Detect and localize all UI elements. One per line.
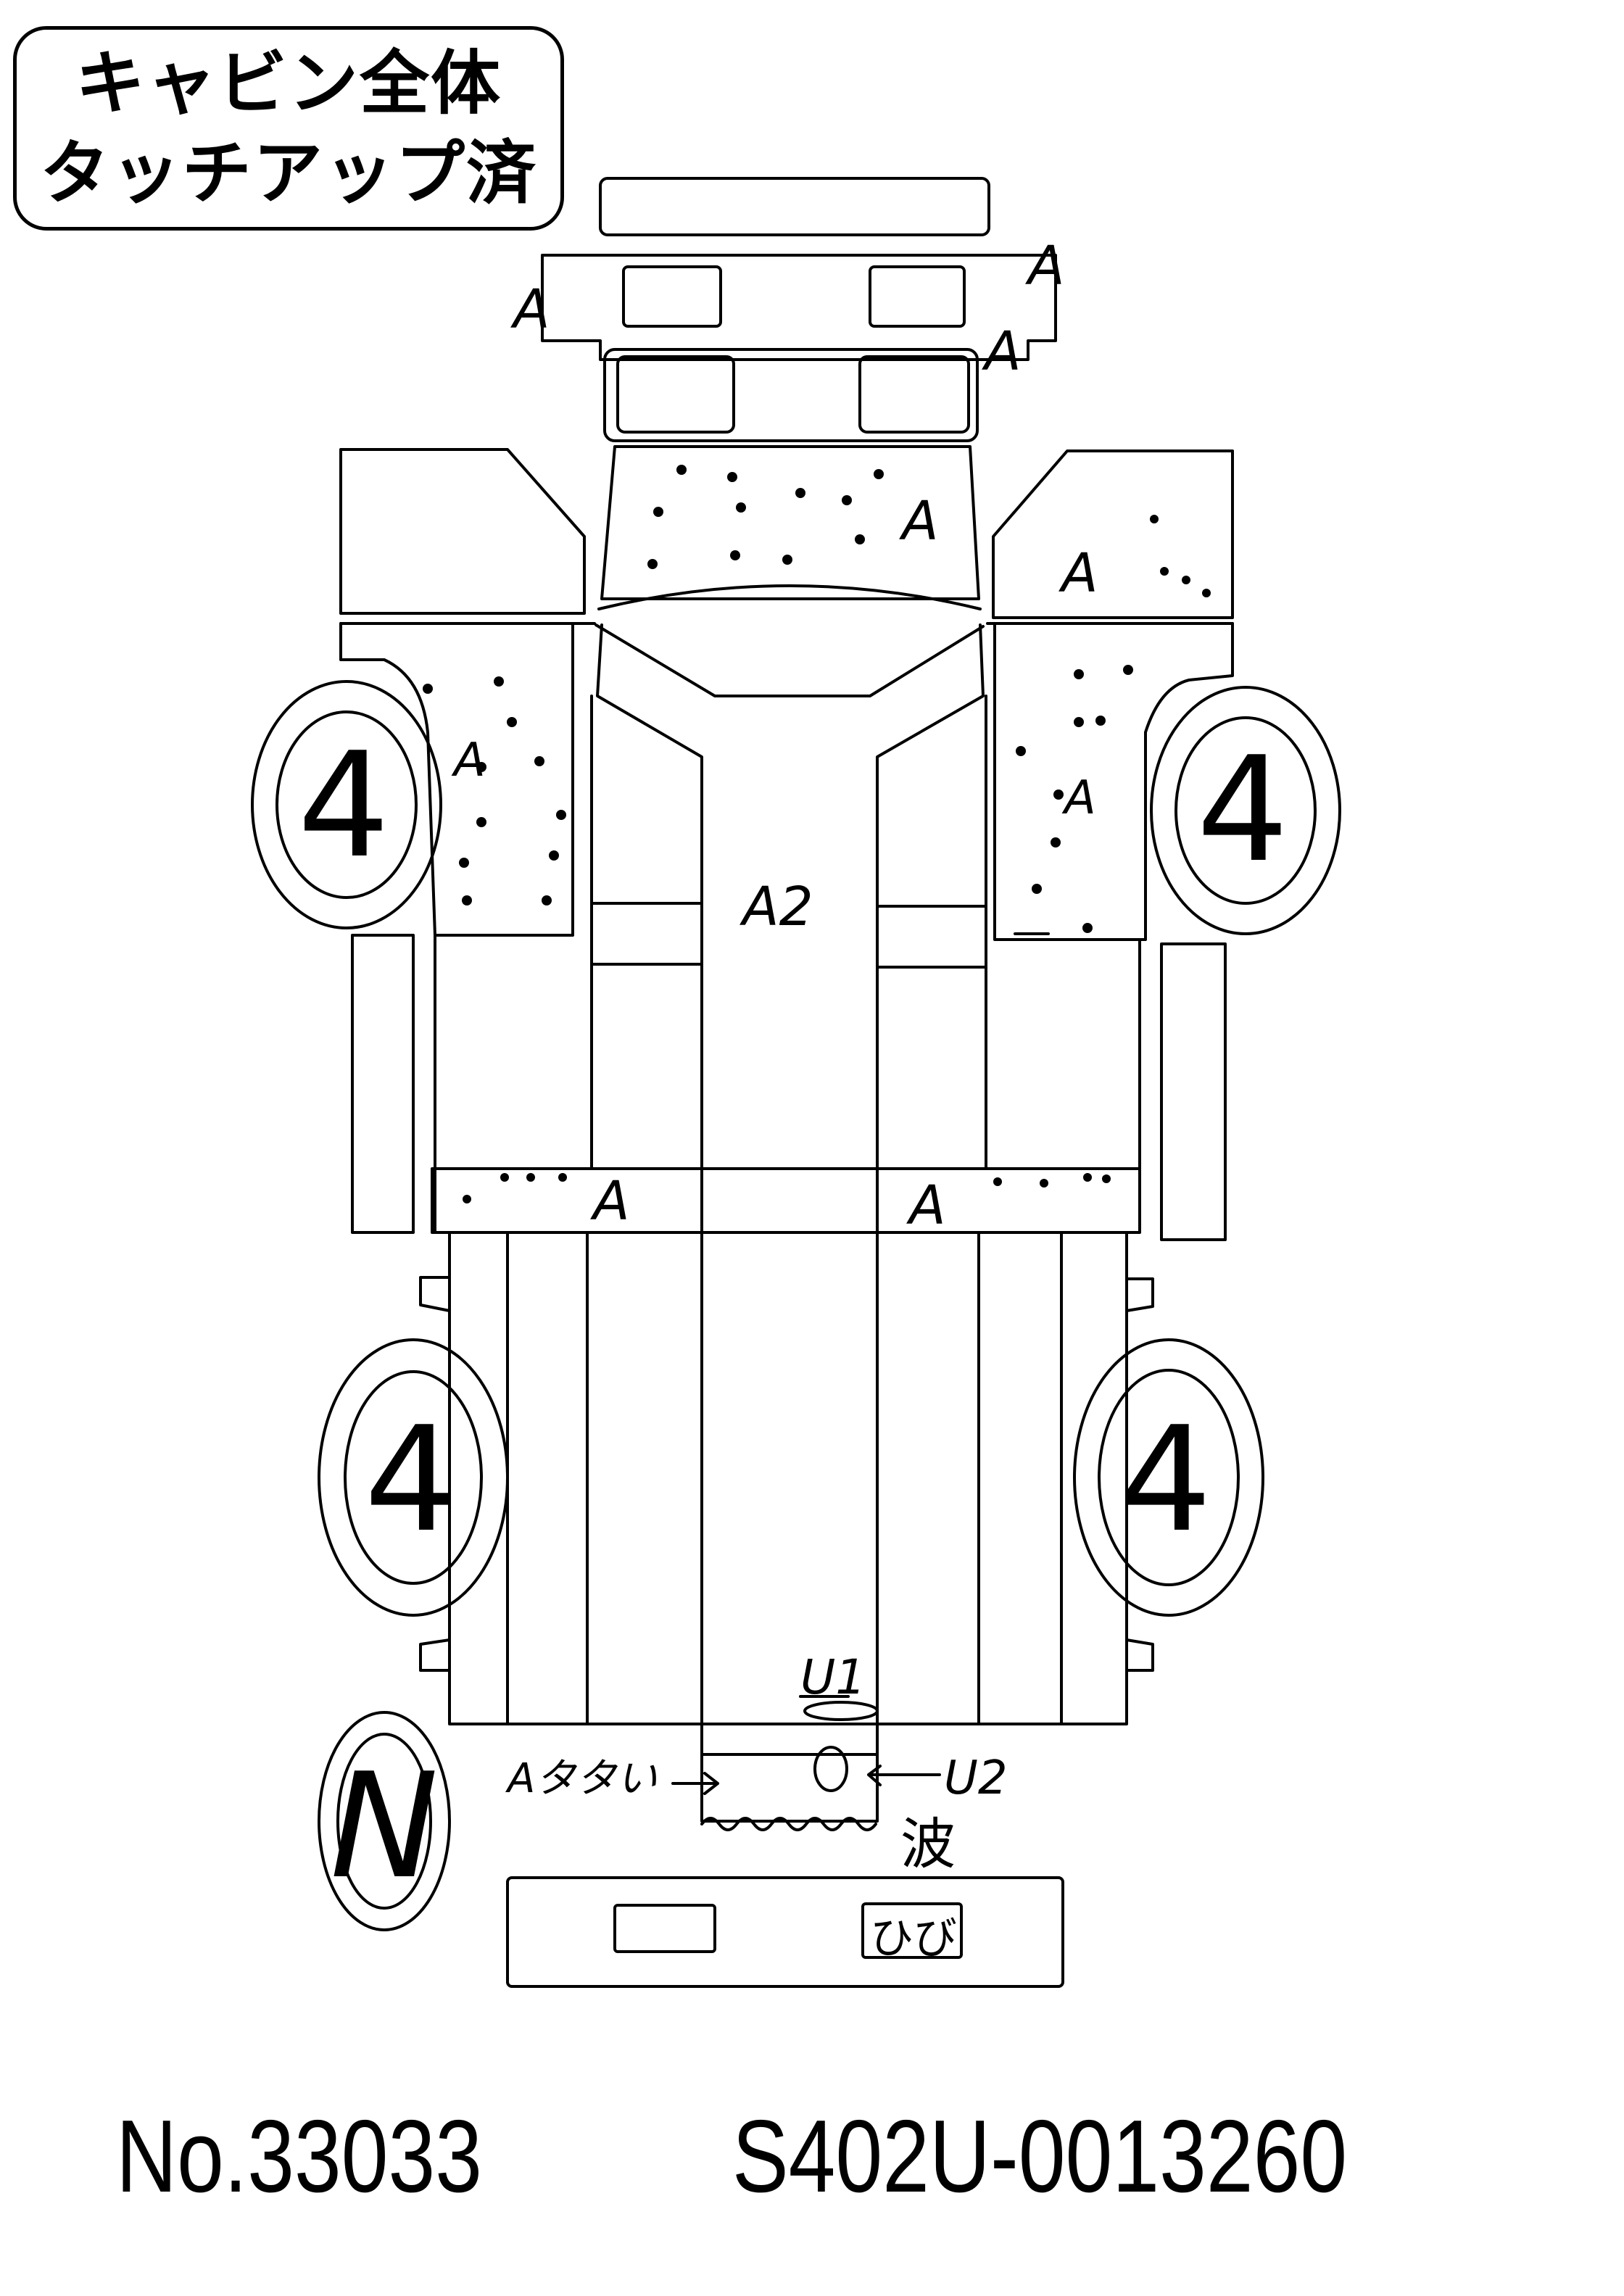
front-left-tire bbox=[251, 680, 442, 929]
vehicle-diagram: A A A A A A A A2 A A U1 Aタタい U2 波 ひび bbox=[251, 177, 1341, 1988]
label-right-bed-rail: A bbox=[906, 1174, 946, 1237]
dent-dots bbox=[423, 465, 1211, 1203]
badge-line-1: キャビン全体 bbox=[75, 43, 502, 124]
bed-frame bbox=[590, 623, 987, 1725]
rear-bed bbox=[419, 1231, 1154, 1725]
left-fender bbox=[339, 622, 574, 937]
tire-grades: 4 4 4 4 N bbox=[297, 721, 1288, 1911]
label-right-fender: A bbox=[1061, 771, 1096, 825]
label-rear-crack: ひび bbox=[870, 1913, 957, 1964]
left-door bbox=[339, 448, 596, 625]
label-roof: A bbox=[899, 490, 939, 552]
roof-panel bbox=[597, 445, 982, 610]
tire-grade-front-right: 4 bbox=[1196, 726, 1288, 895]
lot-number: No.33033 bbox=[116, 2099, 482, 2214]
spare-tire-mark: N bbox=[330, 1742, 439, 1911]
vin-number: S402U-0013260 bbox=[732, 2099, 1348, 2214]
label-rear-u2: U2 bbox=[944, 1752, 1008, 1805]
spare-tire bbox=[318, 1711, 451, 1931]
front-grille bbox=[541, 254, 1057, 361]
left-side-panel bbox=[351, 934, 436, 1234]
windshield bbox=[603, 348, 979, 442]
rear-gate bbox=[700, 1723, 879, 1823]
label-left-bed-rail: A bbox=[590, 1170, 630, 1232]
front-right-tire bbox=[1150, 686, 1341, 935]
label-front-right-upper: A bbox=[1025, 235, 1065, 297]
rear-right-tire bbox=[1073, 1338, 1264, 1617]
right-fender bbox=[993, 622, 1234, 941]
right-side-panel bbox=[1138, 938, 1227, 1241]
right-door bbox=[986, 449, 1234, 625]
label-front-left: A bbox=[510, 278, 550, 341]
label-left-fender: A bbox=[451, 734, 486, 787]
tire-grade-rear-left: 4 bbox=[364, 1396, 456, 1564]
front-bumper bbox=[599, 177, 990, 236]
footer: No.33033 S402U-0013260 bbox=[0, 2088, 1624, 2226]
label-front-right-lower: A bbox=[982, 320, 1022, 383]
touchup-badge: キャビン全体 タッチアップ済 bbox=[13, 26, 564, 231]
label-bed-center: A2 bbox=[740, 876, 813, 938]
annotation-marks bbox=[671, 1695, 941, 1831]
label-rear-wave: 波 bbox=[900, 1812, 956, 1876]
label-right-door: A bbox=[1058, 542, 1098, 605]
badge-line-2: タッチアップ済 bbox=[40, 133, 537, 214]
rear-bumper bbox=[506, 1876, 1064, 1988]
label-rear-scratch: Aタタい bbox=[505, 1755, 657, 1802]
tire-grade-rear-right: 4 bbox=[1119, 1396, 1211, 1564]
tire-grade-front-left: 4 bbox=[297, 721, 389, 890]
rear-left-tire bbox=[318, 1338, 509, 1617]
bed-crossbar bbox=[431, 1167, 1141, 1234]
